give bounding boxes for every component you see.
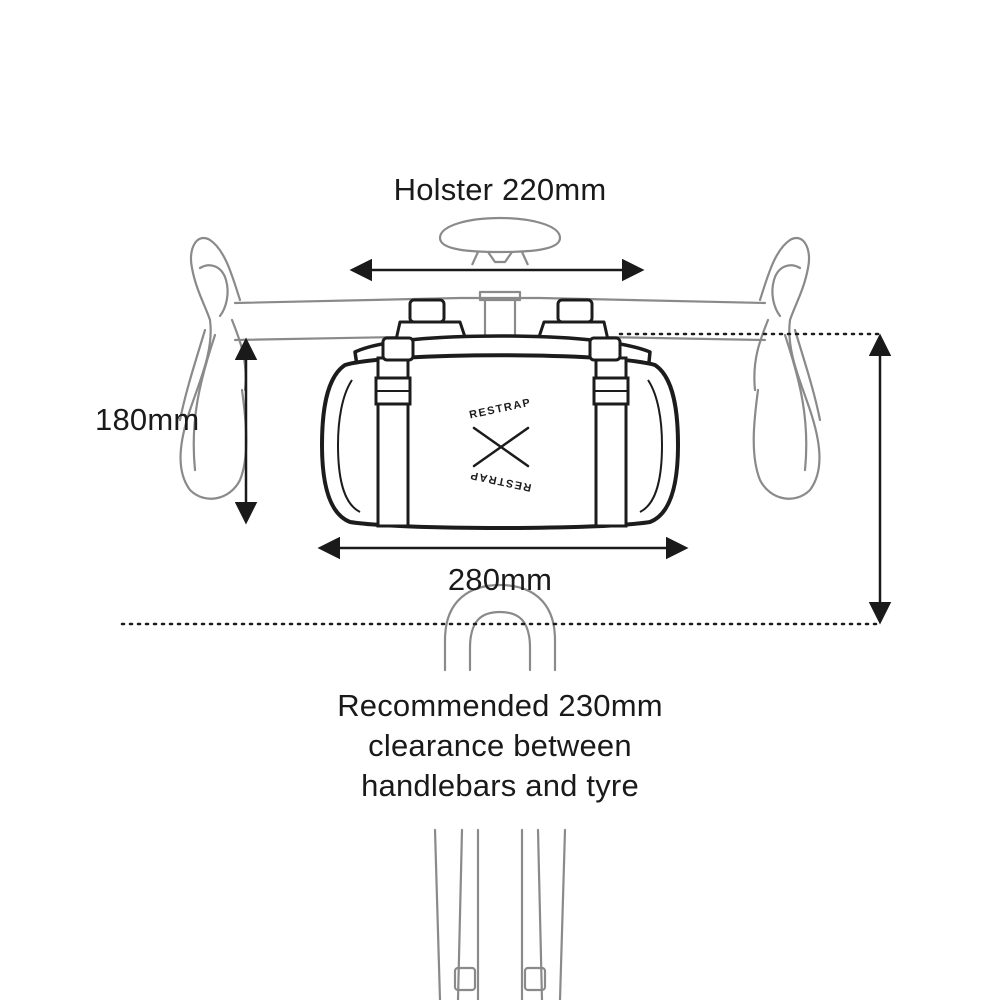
clearance-note-line3: handlebars and tyre [361,768,639,803]
clearance-note-line2: clearance between [368,728,632,763]
clearance-note: Recommended 230mm clearance between hand… [0,686,1000,806]
handlebar [178,237,822,500]
dimension-arrows [234,258,892,625]
holster-width-label: Holster 220mm [393,172,607,207]
holster-mounts [394,298,610,342]
bag-height-label: 180mm [95,402,200,437]
fork-and-tyre [433,583,567,1002]
handlebar-bag [320,334,680,530]
clearance-note-line1: Recommended 230mm [337,688,663,723]
saddle [438,216,562,266]
reference-lines [120,332,884,626]
bag-width-label: 280mm [447,562,553,597]
